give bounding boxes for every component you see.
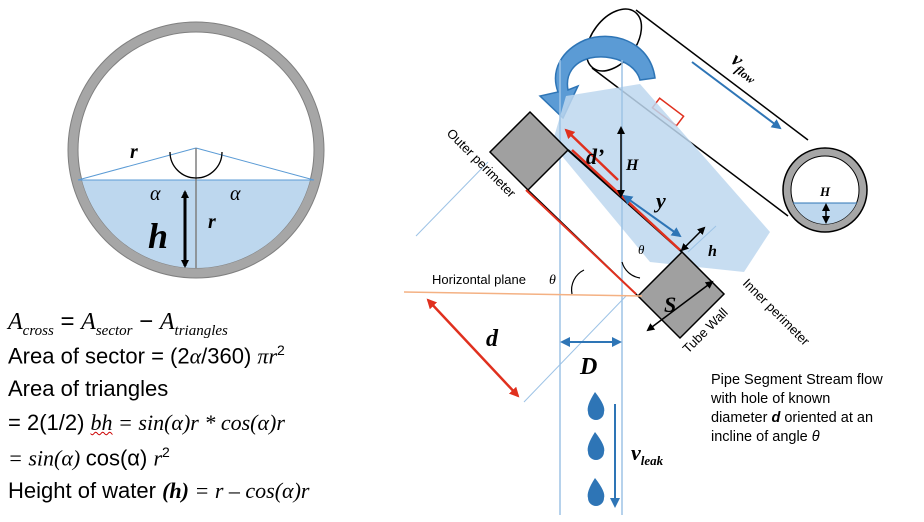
equation-area-cross: Across = Asector − Atriangles: [8, 308, 228, 339]
caption-line: incline of angle θ: [711, 429, 820, 445]
red-outer-line: [525, 189, 637, 295]
cross-section: r α α r h: [67, 21, 325, 279]
guide-outer: [415, 161, 489, 237]
label-D: D: [579, 354, 597, 380]
label-y: y: [653, 188, 666, 213]
equation-area-triangles-title: Area of triangles: [8, 376, 169, 401]
radius-left: [77, 147, 197, 181]
droplet-icon: [587, 392, 605, 420]
label-r-top: r: [130, 141, 138, 163]
label-v-leak: vleak: [631, 440, 664, 468]
equation-area-sector: Area of sector = (2α/360) πr2: [8, 342, 285, 369]
caption-line: diameter d oriented at an: [711, 410, 874, 426]
radius-right: [195, 147, 315, 181]
label-horizontal-plane: Horizontal plane: [432, 272, 526, 287]
label-theta-plane: θ: [549, 273, 556, 288]
S-arrow: [646, 280, 714, 332]
d-arrow: [426, 298, 520, 398]
label-H-pipe: H: [819, 184, 831, 199]
label-inner-perimeter: Inner perimeter: [740, 276, 813, 349]
droplet-icon: [587, 478, 605, 506]
equation-sin-cos: = sin(α) cos(α) r2: [8, 444, 170, 471]
diagram-caption: Pipe Segment Stream flow with hole of kn…: [711, 371, 921, 447]
label-d-prime: d’: [586, 144, 604, 169]
label-S: S: [664, 292, 676, 317]
equation-area-triangles: = 2(1/2) bh = sin(α)r * cos(α)r: [8, 410, 285, 435]
label-h: h: [148, 216, 168, 256]
h-right-arrow: [680, 226, 706, 252]
water-band: [552, 84, 770, 272]
equation-height-water: Height of water (h) = r – cos(α)r: [8, 478, 310, 503]
label-H-main: H: [625, 157, 639, 174]
y-arrow: [622, 194, 682, 238]
label-alpha-left: α: [150, 183, 161, 205]
label-h-right: h: [708, 243, 717, 260]
d-prime-arrow: [564, 128, 619, 181]
pipe-segment: H vflow: [585, 8, 868, 233]
label-d: d: [486, 326, 499, 352]
droplet-icon: [587, 432, 605, 460]
theta-plane-arc: [571, 269, 585, 295]
flow-arrow: [691, 61, 782, 130]
label-r-side: r: [208, 211, 216, 233]
alpha-arc-right: [195, 151, 223, 179]
caption-line: with hole of known: [711, 391, 831, 407]
pipe-top-edge: [635, 9, 809, 141]
alpha-arc-left: [169, 151, 197, 179]
theta-small-arc: [621, 261, 641, 279]
caption-line: Pipe Segment Stream flow: [711, 372, 883, 388]
horizontal-plane-line: [403, 291, 643, 297]
guide-inner: [523, 295, 627, 403]
label-alpha-right: α: [230, 183, 241, 205]
label-theta-small: θ: [638, 242, 645, 257]
